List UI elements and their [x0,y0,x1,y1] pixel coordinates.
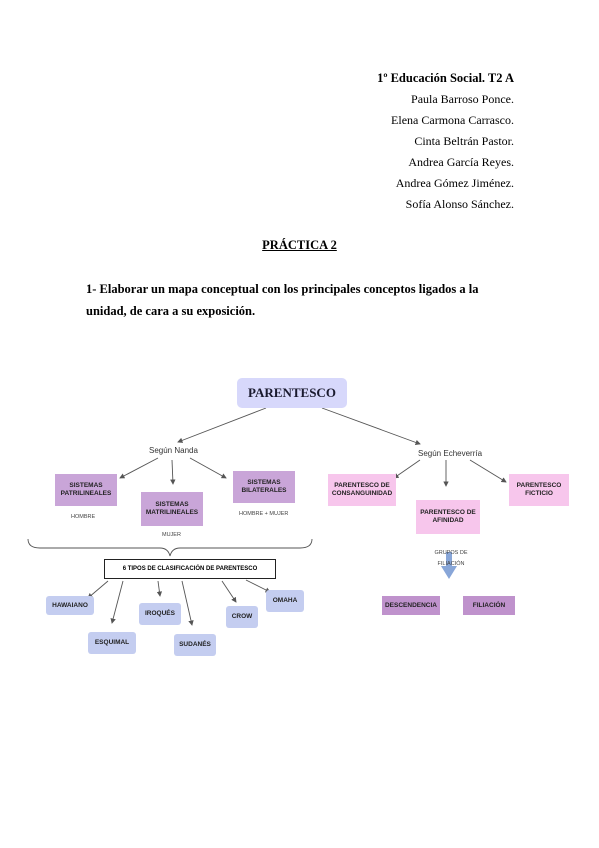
node-consanguinidad: PARENTESCO DE CONSANGUINIDAD [328,474,396,506]
node-matrilineales: SISTEMAS MATRILINEALES [141,492,203,526]
branch-label-nanda: Según Nanda [149,446,198,455]
course-line: 1º Educación Social. T2 A [377,71,514,85]
type-esquimal: ESQUIMAL [88,632,136,654]
page-title: PRÁCTICA 2 [262,238,337,252]
connector-lines [27,407,507,626]
concept-map: PARENTESCO Según Nanda Según Echeverría … [0,360,599,670]
node-afinidad: PARENTESCO DE AFINIDAD [416,500,480,534]
node-filiacion: FILIACIÓN [463,596,515,615]
type-crow: CROW [226,606,258,628]
type-iroques: IROQUÉS [139,603,181,625]
types-heading: 6 TIPOS DE CLASIFICACIÓN DE PARENTESCO [104,559,276,579]
groups-label: GRUPOS DE FILIACIÓN [434,550,468,567]
author-name: Sofía Alonso Sánchez. [405,197,514,211]
root-node-parentesco: PARENTESCO [237,378,347,408]
node-bilaterales: SISTEMAS BILATERALES [233,471,295,503]
author-name: Andrea Gómez Jiménez. [395,176,514,190]
node-patrilineales: SISTEMAS PATRILINEALES [55,474,117,506]
author-name: Andrea García Reyes. [408,155,514,169]
branch-label-echeverria: Según Echeverría [418,449,483,458]
type-omaha: OMAHA [266,590,304,612]
node-descendencia: DESCENDENCIA [382,596,440,615]
note-mujer: MUJER [162,532,181,538]
note-hombre-mujer: HOMBRE + MUJER [239,511,289,517]
note-hombre: HOMBRE [71,514,96,520]
type-sudanes: SUDANÉS [174,634,216,656]
author-name: Paula Barroso Ponce. [411,92,514,106]
node-ficticio: PARENTESCO FICTICIO [509,474,569,506]
author-name: Cinta Beltrán Pastor. [414,134,514,148]
author-name: Elena Carmona Carrasco. [391,113,514,127]
task-statement: 1- Elaborar un mapa conceptual con los p… [86,282,479,318]
header-block: 1º Educación Social. T2 A Paula Barroso … [377,68,514,215]
type-hawaiano: HAWAIANO [46,596,94,615]
